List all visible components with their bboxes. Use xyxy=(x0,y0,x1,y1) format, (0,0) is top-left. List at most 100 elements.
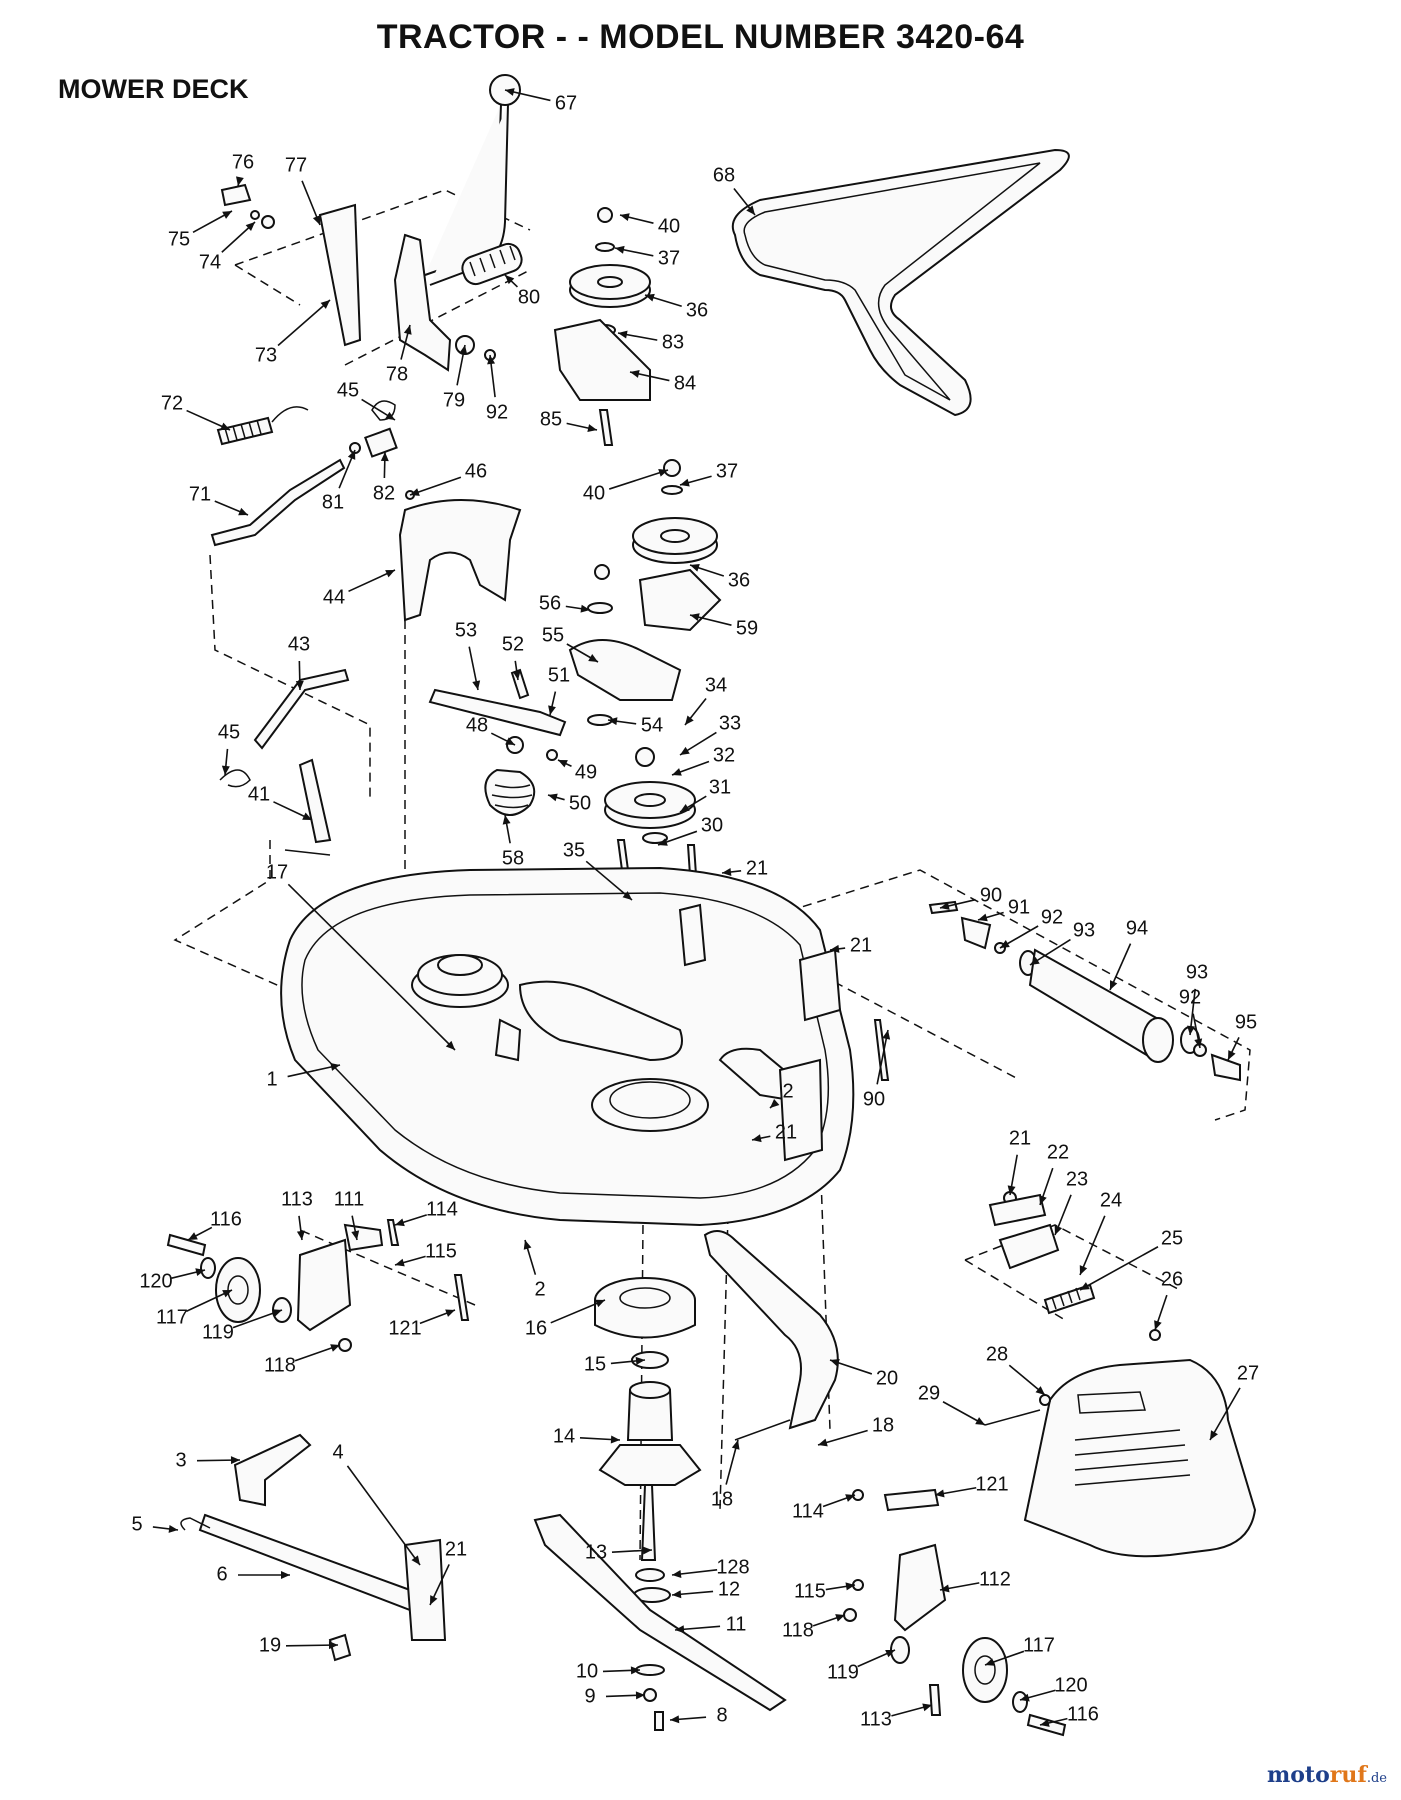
leader-arrowhead xyxy=(1080,1282,1090,1290)
part-number-label: 32 xyxy=(713,744,735,766)
leader-line xyxy=(585,860,633,901)
leader-arrowhead xyxy=(675,1625,685,1634)
part-number-label: 52 xyxy=(502,633,524,655)
leader-arrowhead xyxy=(472,680,481,690)
leader-arrowhead xyxy=(595,1299,605,1308)
part-number-label: 15 xyxy=(584,1353,606,1375)
leader-arrowhead xyxy=(395,1218,405,1227)
part-number-label: 59 xyxy=(736,617,758,639)
leader-arrowhead xyxy=(195,1268,205,1277)
leader-arrowhead xyxy=(548,705,556,715)
leader-arrowhead xyxy=(935,1489,945,1498)
part-number-label: 5 xyxy=(131,1513,142,1535)
part-number-label: 79 xyxy=(443,389,465,411)
part-number-label: 55 xyxy=(542,624,564,646)
part-number-label: 117 xyxy=(156,1306,188,1328)
part-number-label: 68 xyxy=(713,164,735,186)
part-number-label: 31 xyxy=(709,776,731,798)
blade-spindle xyxy=(594,1277,702,1603)
part-number-label: 111 xyxy=(334,1188,364,1210)
leader-arrowhead xyxy=(830,944,840,953)
part-number-label: 56 xyxy=(539,592,561,614)
gauge-wheel-right xyxy=(843,1488,1067,1737)
leader-arrowhead xyxy=(978,913,988,922)
part-number-label: 27 xyxy=(1237,1362,1259,1384)
part-number-label: 8 xyxy=(716,1704,727,1726)
leader-arrowhead xyxy=(610,1435,620,1444)
part-number-label: 117 xyxy=(1023,1634,1055,1656)
leader-arrowhead xyxy=(411,1555,420,1565)
part-number-label: 35 xyxy=(563,839,585,861)
leader-arrowhead xyxy=(445,1040,455,1050)
leader-arrowhead xyxy=(220,422,230,430)
leader-arrowhead xyxy=(445,1309,455,1317)
part-number-label: 20 xyxy=(876,1367,898,1389)
leader-arrowhead xyxy=(272,1309,282,1317)
part-number-label: 77 xyxy=(285,154,307,176)
part-number-label: 114 xyxy=(426,1198,458,1220)
part-number-label: 76 xyxy=(232,151,254,173)
leader-arrowhead xyxy=(630,1666,640,1675)
leader-line xyxy=(1079,1246,1159,1291)
leader-arrowhead xyxy=(236,176,244,186)
page-title: TRACTOR - - MODEL NUMBER 3420-64 xyxy=(376,18,1025,56)
leader-arrowhead xyxy=(1039,1195,1047,1205)
part-number-label: 22 xyxy=(1047,1141,1069,1163)
part-number-label: 13 xyxy=(585,1541,607,1563)
leader-arrowhead xyxy=(940,1584,950,1593)
part-number-label: 37 xyxy=(716,460,738,482)
leader-arrowhead xyxy=(680,803,690,812)
leader-arrowhead xyxy=(630,370,640,378)
leader-arrowhead xyxy=(885,1649,895,1658)
part-number-label: 114 xyxy=(792,1500,824,1522)
leader-arrowhead xyxy=(922,1703,932,1712)
leader-arrowhead xyxy=(845,1582,855,1591)
leader-line xyxy=(550,1299,606,1324)
part-number-label: 121 xyxy=(388,1317,421,1339)
part-number-label: 18 xyxy=(711,1488,733,1510)
part-number-label: 71 xyxy=(189,483,211,505)
leader-arrowhead xyxy=(975,1417,985,1425)
part-number-label: 51 xyxy=(548,664,570,686)
part-number-label: 50 xyxy=(569,792,591,814)
part-number-label: 6 xyxy=(216,1563,227,1585)
leader-arrowhead xyxy=(1079,1265,1088,1275)
idler-pulley-upper xyxy=(553,207,651,446)
part-number-label: 83 xyxy=(662,331,684,353)
part-number-label: 41 xyxy=(248,783,270,805)
part-number-label: 14 xyxy=(553,1425,575,1447)
part-number-label: 116 xyxy=(1067,1703,1099,1725)
part-number-label: 128 xyxy=(716,1556,749,1578)
part-number-label: 21 xyxy=(850,934,872,956)
leader-arrowhead xyxy=(635,1691,645,1700)
part-number-label: 40 xyxy=(583,482,605,504)
leader-arrowhead xyxy=(615,245,625,254)
leader-arrowhead xyxy=(505,88,515,96)
leader-arrowhead xyxy=(608,717,618,726)
part-number-label: 113 xyxy=(860,1708,892,1730)
mower-blade xyxy=(533,1513,787,1731)
leader-arrowhead xyxy=(985,1658,995,1666)
leader-arrowhead xyxy=(1030,956,1040,965)
part-number-label: 85 xyxy=(540,408,562,430)
part-number-label: 17 xyxy=(266,861,288,883)
leader-arrowhead xyxy=(722,868,732,876)
leader-arrowhead xyxy=(620,213,630,222)
leader-arrowhead xyxy=(385,570,395,578)
callout-leaders xyxy=(152,88,1241,1727)
part-number-label: 120 xyxy=(1054,1674,1087,1696)
part-number-label: 113 xyxy=(281,1188,313,1210)
part-number-label: 33 xyxy=(719,712,741,734)
watermark-logo: motoruf.de xyxy=(1266,1762,1387,1788)
part-number-label: 2 xyxy=(534,1278,545,1300)
leader-arrowhead xyxy=(588,654,598,662)
part-number-label: 11 xyxy=(726,1613,747,1635)
lift-lever-assembly xyxy=(220,74,523,372)
part-number-label: 78 xyxy=(386,363,408,385)
part-number-label: 93 xyxy=(1073,919,1095,941)
part-number-label: 21 xyxy=(775,1121,797,1143)
section-title: MOWER DECK xyxy=(58,74,249,104)
leader-line xyxy=(1079,1215,1106,1276)
part-number-label: 75 xyxy=(168,228,190,250)
